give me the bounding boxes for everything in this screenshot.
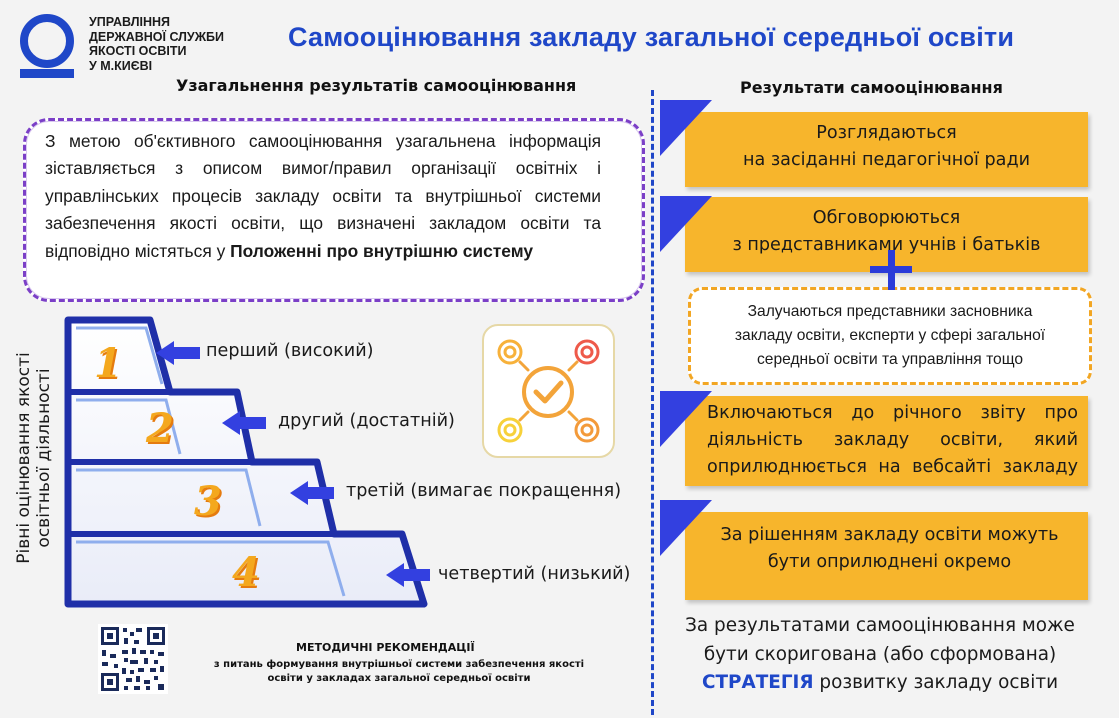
result-card-3-text: Включаються до річного звіту про діяльні… bbox=[707, 403, 1078, 477]
org-line-4: У М.КИЄВІ bbox=[89, 58, 153, 73]
org-line-2: ДЕРЖАВНОЇ СЛУЖБИ bbox=[89, 29, 224, 44]
column-divider bbox=[651, 90, 654, 715]
method-title: МЕТОДИЧНІ РЕКОМЕНДАЦІЇ bbox=[296, 641, 475, 654]
qr-code-icon[interactable] bbox=[98, 624, 168, 694]
result-card-2-line-2: з представниками учнів і батьків bbox=[732, 235, 1041, 255]
targets-check-icon bbox=[497, 339, 600, 443]
card-3-corner-triangle-icon bbox=[660, 391, 712, 447]
level-number-4: 4 bbox=[232, 549, 260, 596]
result-card-2-line-1: Обговорюються bbox=[812, 208, 961, 228]
result-card-2: Обговорюються з представниками учнів і б… bbox=[685, 197, 1088, 272]
level-arrow-2-icon bbox=[222, 411, 266, 435]
card-4-corner-triangle-icon bbox=[660, 500, 712, 556]
level-number-1: 1 bbox=[94, 340, 122, 387]
targets-card bbox=[482, 324, 615, 458]
level-label-4: четвертий (низький) bbox=[438, 564, 631, 584]
level-number-3: 3 bbox=[194, 478, 222, 525]
strategy-word: СТРАТЕГІЯ bbox=[701, 672, 814, 693]
levels-staircase bbox=[64, 316, 428, 608]
result-card-1-line-1: Розглядаються bbox=[816, 123, 957, 143]
logo-bar bbox=[20, 69, 74, 78]
strategy-note-post: розвитку закладу освіти bbox=[813, 672, 1059, 693]
participants-line-2: закладу освіти, експерти у сфері загальн… bbox=[734, 327, 1046, 344]
right-heading: Результати самооцінювання bbox=[740, 78, 1003, 97]
organization-name: УПРАВЛІННЯ ДЕРЖАВНОЇ СЛУЖБИ ЯКОСТІ ОСВІТ… bbox=[89, 15, 224, 73]
result-card-4-text: За рішенням закладу освіти можуть бути о… bbox=[720, 525, 1059, 572]
info-text-body: З метою об'єктивного самооцінювання узаг… bbox=[45, 131, 601, 261]
info-text: З метою об'єктивного самооцінювання узаг… bbox=[45, 128, 601, 265]
level-label-3: третій (вимагає покращення) bbox=[346, 481, 622, 501]
plus-icon-horizontal bbox=[870, 266, 912, 273]
level-arrow-1-icon bbox=[156, 341, 200, 365]
card-1-corner-triangle-icon bbox=[660, 100, 712, 156]
logo-ring bbox=[20, 14, 74, 68]
result-card-3: Включаються до річного звіту про діяльні… bbox=[685, 396, 1088, 486]
participants-line-3: середньої освіти та управління тощо bbox=[756, 351, 1024, 368]
left-heading: Узагальнення результатів самооцінювання bbox=[176, 76, 577, 95]
level-arrow-4-icon bbox=[386, 563, 430, 587]
result-card-4: За рішенням закладу освіти можуть бути о… bbox=[685, 512, 1088, 600]
level-label-1: перший (високий) bbox=[206, 341, 374, 361]
method-subtitle: з питань формування внутрішньої системи … bbox=[213, 659, 585, 684]
levels-vertical-label: Рівні оцінювання якості освітньої діяльн… bbox=[14, 352, 54, 564]
participants-line-1: Залучаються представники засновника bbox=[747, 303, 1033, 320]
page-title: Самооцінювання закладу загальної середнь… bbox=[288, 22, 1015, 52]
info-text-bold: Положенні про внутрішню систему bbox=[230, 240, 534, 261]
result-card-1-line-2: на засіданні педагогічної ради bbox=[742, 150, 1031, 170]
level-arrow-3-icon bbox=[290, 481, 334, 505]
result-card-1: Розглядаються на засіданні педагогічної … bbox=[685, 112, 1088, 187]
info-box bbox=[23, 118, 645, 302]
strategy-note-pre: За результатами самооцінювання може бути… bbox=[685, 615, 1075, 665]
org-line-1: УПРАВЛІННЯ bbox=[89, 15, 171, 29]
level-number-2: 2 bbox=[146, 405, 174, 452]
strategy-note: За результатами самооцінювання може бути… bbox=[660, 612, 1100, 698]
participants-box: Залучаються представники засновника закл… bbox=[688, 287, 1092, 385]
card-2-corner-triangle-icon bbox=[660, 196, 712, 252]
org-line-3: ЯКОСТІ ОСВІТИ bbox=[89, 44, 187, 58]
level-label-2: другий (достатній) bbox=[278, 411, 455, 431]
